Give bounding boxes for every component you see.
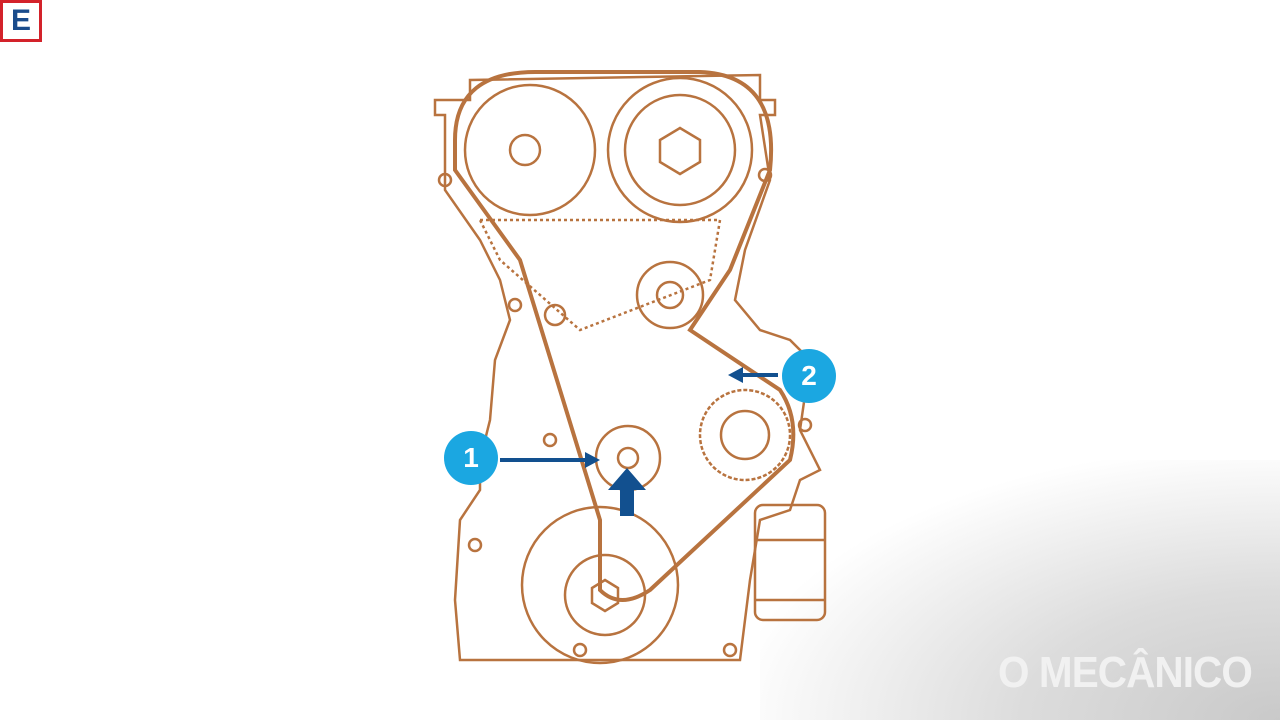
oil-filter — [753, 503, 827, 622]
brand-logo: E — [0, 0, 42, 42]
rotation-up-arrow-icon — [608, 468, 646, 516]
bolts — [437, 167, 813, 658]
background-gradient — [760, 460, 1280, 720]
arrow-callout-1 — [500, 452, 600, 468]
callout-1: 1 — [444, 431, 498, 485]
crankshaft-pulley — [520, 505, 680, 665]
exhaust-cam-gear — [606, 76, 754, 224]
callout-2: 2 — [782, 349, 836, 403]
intake-cam-gear — [463, 83, 597, 217]
idler-pulley — [635, 260, 705, 330]
water-pump-gear — [698, 388, 792, 482]
watermark-logo: O MECÂNICO — [998, 648, 1253, 697]
arrow-callout-2 — [728, 367, 778, 383]
engine-block-outline — [433, 73, 822, 662]
